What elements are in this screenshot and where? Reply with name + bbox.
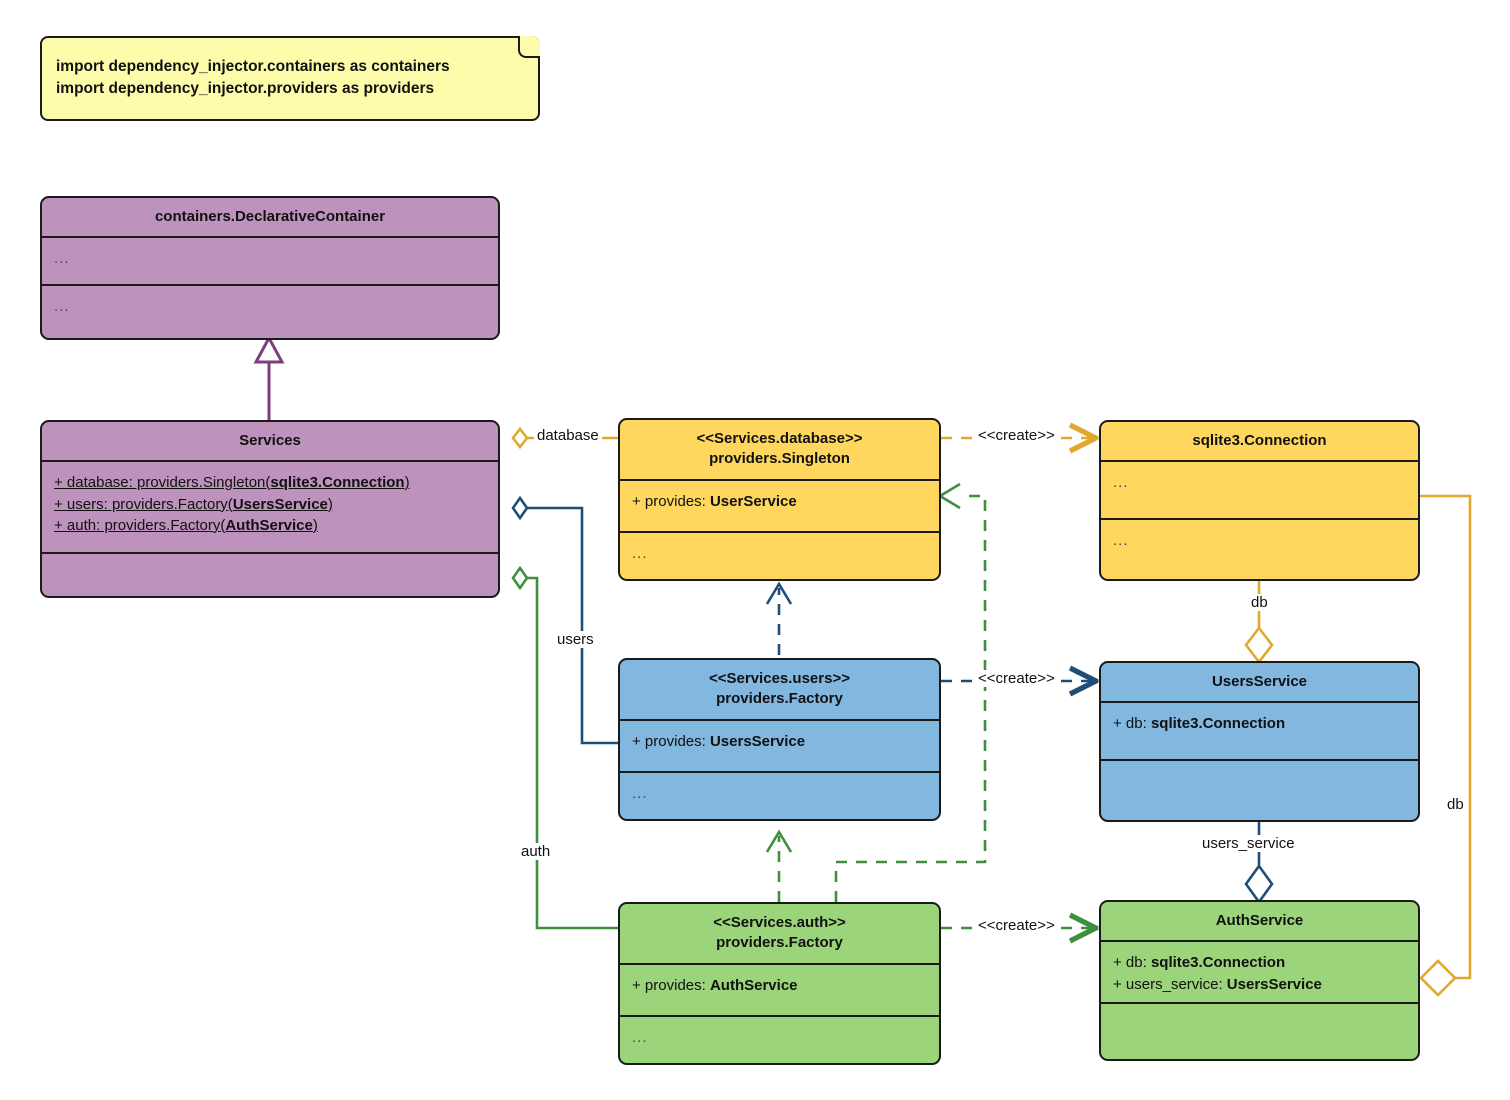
class-title: AuthService	[1101, 902, 1418, 943]
note-line-2: import dependency_injector.providers as …	[56, 80, 435, 98]
class-title: Services	[42, 422, 498, 463]
class-attributes: + provides: AuthService	[620, 965, 939, 1017]
class-attributes: + db: sqlite3.Connection	[1101, 703, 1418, 762]
edge-label-users-service: users_service	[1199, 835, 1298, 852]
import-note: import dependency_injector.containers as…	[40, 36, 540, 121]
class-attributes: + db: sqlite3.Connection + users_service…	[1101, 942, 1418, 1005]
class-operations	[1101, 761, 1418, 819]
class-operations: ...	[632, 544, 648, 562]
class-title: <<Services.users>> providers.Factory	[620, 660, 939, 721]
class-users-service[interactable]: UsersService + db: sqlite3.Connection	[1099, 661, 1420, 822]
class-attributes: + database: providers.Singleton(sqlite3.…	[42, 462, 498, 555]
edge-label-users: users	[554, 631, 597, 648]
class-stereotype: <<Services.database>>	[696, 430, 863, 447]
class-operations: ...	[54, 298, 70, 316]
class-title: <<Services.database>> providers.Singleto…	[620, 420, 939, 481]
edge-aggregation-auth	[511, 565, 618, 930]
edge-label-create-database: <<create>>	[975, 427, 1058, 444]
class-stereotype: <<Services.users>>	[709, 670, 850, 687]
note-line-1: import dependency_injector.containers as…	[56, 58, 450, 75]
edge-label-create-users: <<create>>	[975, 670, 1058, 687]
edge-aggregation-users-service	[1244, 822, 1274, 905]
class-attributes: + provides: UsersService	[620, 721, 939, 773]
edge-label-db-users: db	[1248, 594, 1271, 611]
class-title: sqlite3.Connection	[1101, 422, 1418, 463]
edge-aggregation-db-auth	[1419, 494, 1472, 997]
class-name: providers.Singleton	[709, 450, 850, 468]
attr-provides-type: AuthService	[709, 976, 798, 994]
class-title: UsersService	[1101, 663, 1418, 704]
class-operations: ...	[632, 1028, 648, 1046]
class-operations: ...	[1113, 532, 1129, 550]
edge-label-create-auth: <<create>>	[975, 917, 1058, 934]
class-attributes: ...	[1101, 462, 1418, 521]
attr-users: + users: providers.Factory(UsersService)	[54, 495, 333, 513]
attr-provides-prefix: + provides:	[632, 976, 710, 994]
class-services-auth-provider[interactable]: <<Services.auth>> providers.Factory + pr…	[618, 902, 941, 1065]
class-sqlite3-connection[interactable]: sqlite3.Connection ... ...	[1099, 420, 1420, 581]
class-title: containers.DeclarativeContainer	[42, 198, 498, 239]
class-operations: ...	[632, 784, 648, 802]
class-services[interactable]: Services + database: providers.Singleton…	[40, 420, 500, 598]
attr-provides-type: UsersService	[709, 732, 806, 750]
class-services-users-provider[interactable]: <<Services.users>> providers.Factory + p…	[618, 658, 941, 821]
edge-label-auth: auth	[518, 843, 554, 860]
attr-provides-prefix: + provides:	[632, 492, 710, 510]
edge-label-db-auth: db	[1444, 796, 1467, 813]
edge-dependency-users-database	[765, 581, 793, 655]
edge-generalization	[253, 334, 285, 420]
attr-provides-type: UserService	[709, 492, 797, 510]
attr-users-service: + users_service: UsersService	[1113, 975, 1322, 993]
class-attributes: + provides: UserService	[620, 481, 939, 533]
class-title: <<Services.auth>> providers.Factory	[620, 904, 939, 965]
edge-label-database: database	[534, 427, 602, 444]
note-dogear-icon	[518, 36, 540, 58]
class-operations	[1101, 1004, 1418, 1056]
attr-auth: + auth: providers.Factory(AuthService)	[54, 516, 318, 534]
class-stereotype: <<Services.auth>>	[713, 914, 846, 931]
class-operations	[42, 554, 498, 596]
class-declarative-container[interactable]: containers.DeclarativeContainer ... ...	[40, 196, 500, 340]
attr-database: + database: providers.Singleton(sqlite3.…	[54, 474, 410, 492]
attr-db: + db: sqlite3.Connection	[1113, 715, 1286, 733]
class-services-database-provider[interactable]: <<Services.database>> providers.Singleto…	[618, 418, 941, 581]
attr-provides-prefix: + provides:	[632, 732, 710, 750]
class-name: providers.Factory	[716, 690, 843, 708]
edge-aggregation-users	[511, 495, 618, 745]
edge-dependency-auth-users	[765, 829, 793, 902]
class-attributes: ...	[42, 238, 498, 287]
class-auth-service[interactable]: AuthService + db: sqlite3.Connection + u…	[1099, 900, 1420, 1061]
attr-db: + db: sqlite3.Connection	[1113, 954, 1286, 972]
class-name: providers.Factory	[716, 934, 843, 952]
